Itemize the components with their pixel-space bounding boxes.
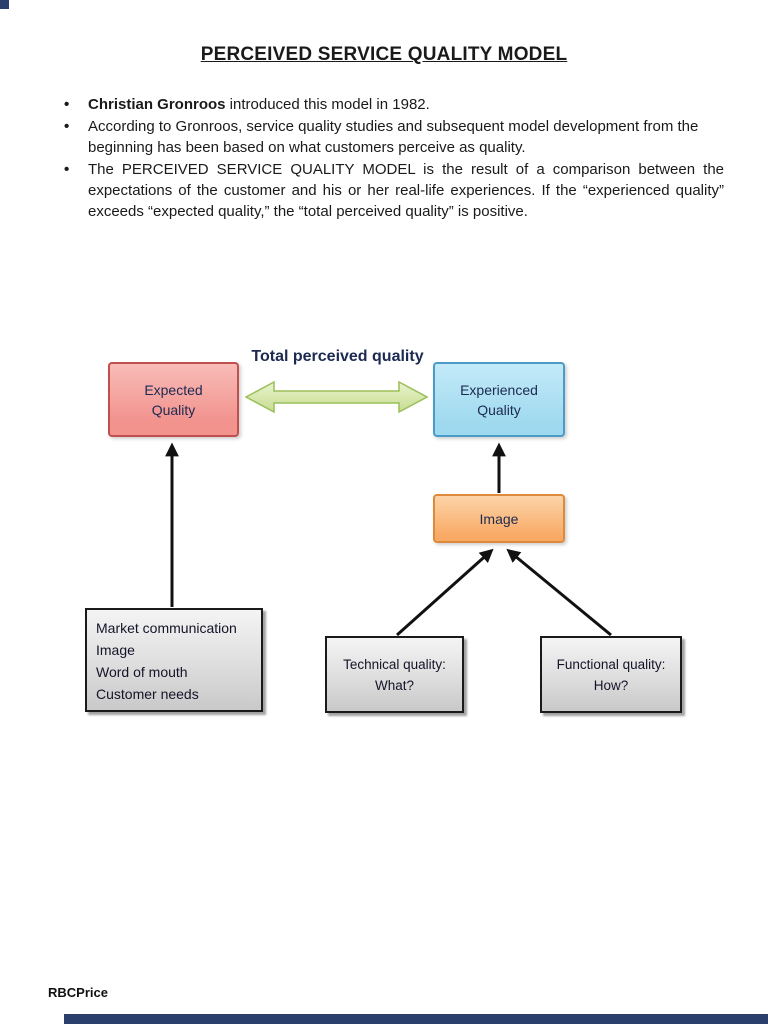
arrow-functional-to-image-icon bbox=[506, 548, 612, 637]
bullet-dot-icon bbox=[64, 94, 88, 115]
total-perceived-quality-label: Total perceived quality bbox=[251, 348, 424, 365]
box-label: Quality bbox=[477, 401, 521, 418]
bullet-dot-icon bbox=[64, 116, 88, 158]
double-arrow-icon bbox=[245, 380, 428, 414]
arrow-technical-to-image-icon bbox=[396, 548, 494, 637]
bullet-text: Christian Gronroos introduced this model… bbox=[88, 96, 430, 113]
image-box: Image bbox=[433, 494, 565, 543]
box-label: Functional quality: bbox=[556, 656, 666, 672]
technical-quality-box: Technical quality: What? bbox=[325, 636, 464, 713]
bullet-dot-icon bbox=[64, 159, 88, 222]
box-label: What? bbox=[374, 677, 415, 693]
box-label: Market communication bbox=[96, 620, 237, 636]
inputs-box: Market communication Image Word of mouth… bbox=[85, 608, 263, 712]
box-label: Quality bbox=[151, 401, 196, 418]
bullet-text: The PERCEIVED SERVICE QUALITY MODEL is t… bbox=[88, 161, 724, 220]
box-label: Technical quality: bbox=[343, 656, 446, 672]
box-label: Word of mouth bbox=[96, 664, 188, 680]
bullet-list: Christian Gronroos introduced this model… bbox=[64, 94, 724, 223]
functional-quality-box: Functional quality: How? bbox=[540, 636, 682, 713]
expected-quality-box: Expected Quality bbox=[108, 362, 239, 437]
box-label: Expected bbox=[144, 381, 203, 398]
footer-watermark: RBCPrice bbox=[48, 985, 108, 1000]
experienced-quality-box: Experienced Quality bbox=[433, 362, 565, 437]
box-label: How? bbox=[593, 677, 629, 693]
bullet-item: The PERCEIVED SERVICE QUALITY MODEL is t… bbox=[64, 159, 724, 222]
page-title: PERCEIVED SERVICE QUALITY MODEL bbox=[200, 44, 568, 65]
box-label: Experienced bbox=[460, 381, 538, 398]
bullet-item: According to Gronroos, service quality s… bbox=[64, 116, 724, 158]
box-label: Image bbox=[96, 642, 135, 658]
page-edge-bar bbox=[64, 1014, 768, 1024]
bullet-text: According to Gronroos, service quality s… bbox=[88, 118, 699, 156]
bullet-bold-text: Christian Gronroos bbox=[88, 96, 226, 113]
box-label: Image bbox=[479, 510, 519, 527]
box-label: Customer needs bbox=[96, 686, 199, 702]
page-corner-mark bbox=[0, 0, 9, 9]
bullet-item: Christian Gronroos introduced this model… bbox=[64, 94, 724, 115]
